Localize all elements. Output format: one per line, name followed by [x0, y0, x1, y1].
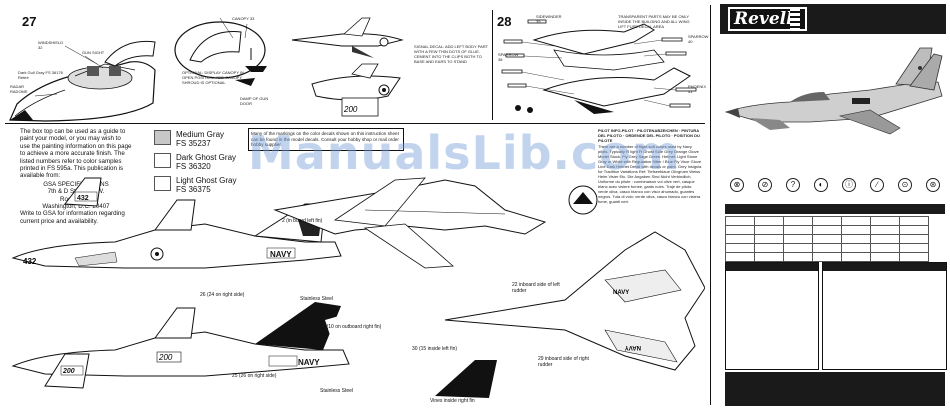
missile-label-1: SIDEWINDER 39	[536, 14, 562, 24]
address-line-4: Washington, D.C. 20407	[42, 203, 110, 211]
step-28-number: 28	[497, 14, 512, 29]
info-box-right-header	[823, 263, 946, 271]
parts-grid	[725, 216, 929, 262]
swatch-medium-gray	[154, 130, 171, 145]
gunsight-label: GUN SIGHT	[82, 50, 105, 55]
both-sides-label: 26 (24 on right side)	[200, 292, 245, 298]
gun-doors-label: DAMP OF GUN DOOR	[240, 96, 269, 106]
vs-outside-label: Vines inside right fin	[430, 398, 475, 404]
box-art-jet-photo	[720, 38, 946, 160]
swatch-name: Light Ghost Gray	[176, 176, 237, 185]
step-28-right-note: TRANSPARENT PARTS MAY BE ONLY INSIDE THE…	[618, 14, 690, 29]
address-line-1: GSA SPECIFICATIONS	[43, 180, 109, 188]
right-wing-label: 29 inboard side of right rudder	[538, 356, 589, 368]
legend-icon-row: ⊗ ⊘ ? ◐ ⓘ ∕ ⊙ ⊛	[730, 178, 940, 192]
swatch-light-ghost-gray	[154, 176, 171, 191]
vs-inside-left-label: 30 (15 inside left fin)	[412, 346, 458, 352]
paint-icon: ⊘	[758, 178, 772, 192]
pilot-info-body: There are a number of flight suit colors…	[598, 144, 702, 204]
inboard-left-label: 2 (in board left fin)	[282, 218, 323, 224]
canopy-label: CANOPY 33	[232, 16, 255, 21]
fin-inboard-label: 11 (10 on outboard right fin)	[320, 324, 382, 330]
step-27-canopy-diagram	[9, 17, 267, 122]
pilot-info-heading: PILOT INFO-PILOT · PILOTENABZEICHEN · PI…	[598, 128, 700, 143]
swatch-code: FS 35237	[176, 139, 211, 148]
painting-decal-views: 432 200 NAVY NAVY	[11, 177, 705, 398]
decal-box-note: Many of the markings on the color decals…	[248, 128, 404, 151]
manualslib-watermark: ManualsLib.com	[248, 126, 681, 180]
modex-top-tail: 432	[77, 195, 89, 202]
swatch-dark-ghost-gray	[154, 153, 171, 168]
missile-label-4: PHOENIX 41	[688, 84, 707, 94]
info-box-left-header	[726, 263, 818, 271]
svg-text:432: 432	[23, 257, 37, 266]
question-icon: ?	[786, 178, 800, 192]
color-guide-footer: Write to GSA for information regarding c…	[20, 210, 125, 225]
svg-text:NAVY: NAVY	[613, 290, 629, 296]
table-header-bar	[725, 204, 945, 214]
clean-icon: ⊙	[898, 178, 912, 192]
info-box-right	[822, 262, 947, 370]
windshield-label: WINDSHIELD 32	[38, 40, 64, 50]
svg-text:200: 200	[343, 105, 358, 114]
footer-bar	[725, 372, 945, 406]
pilot-info-block: PILOT INFO-PILOT · PILOTENABZEICHEN · PI…	[598, 128, 703, 204]
no-icon: ⊛	[926, 178, 940, 192]
both-sides-label-2: 25 (26 on right side)	[232, 373, 277, 379]
modex-bottom-tail: 200	[63, 368, 75, 375]
canopy-paint-note: OPTIONAL: DISPLAY CANOPY IN OPEN POSITIO…	[182, 70, 245, 85]
optional-icon: ◐	[814, 178, 828, 192]
right-panel-divider	[710, 5, 711, 405]
svg-text:NAVY: NAVY	[625, 344, 641, 350]
stainless-steel-label-1: Stainless Steel	[300, 296, 334, 302]
file-icon: ∕	[870, 178, 884, 192]
swatch-code: FS 36375	[176, 185, 211, 194]
info-box-left	[725, 262, 819, 370]
color-guide-intro: The box top can be used as a guide to pa…	[20, 128, 132, 225]
body-color-note: Dark Gull Gray FS 36176 Retiré	[18, 70, 63, 80]
missile-label-3: SPARROW 40	[688, 34, 709, 44]
swatch-code: FS 36320	[176, 162, 211, 171]
swatch-name: Medium Gray	[176, 130, 225, 139]
revell-logo-text: Revell	[734, 9, 793, 29]
decal-icon: ⓘ	[842, 178, 856, 192]
swatch-name: Dark Ghost Gray	[176, 153, 237, 162]
missile-label-2: SPARROW 38	[498, 52, 519, 62]
step-27-number: 27	[22, 14, 37, 29]
top-bottom-divider	[5, 123, 705, 124]
radome-label: RADAR RADOME	[10, 84, 28, 94]
navy-marking-1: NAVY	[270, 250, 292, 259]
navy-marking-2: NAVY	[298, 358, 320, 367]
color-guide-intro-text: The box top can be used as a guide to pa…	[20, 128, 132, 180]
step-divider	[492, 10, 493, 120]
stainless-steel-label-2: Stainless Steel	[320, 388, 354, 394]
step-27-middle-note: SIGNAL DECAL: ADD LEFT BODY PART WITH A …	[414, 44, 488, 64]
brand-stripes	[790, 8, 800, 30]
step-27-wing-views: 200	[291, 17, 404, 117]
glue-icon: ⊗	[730, 178, 744, 192]
left-wing-label: 22 inboard side of left rudder	[512, 282, 560, 294]
step-28-missile-diagram	[501, 19, 697, 114]
svg-text:200: 200	[158, 353, 173, 362]
